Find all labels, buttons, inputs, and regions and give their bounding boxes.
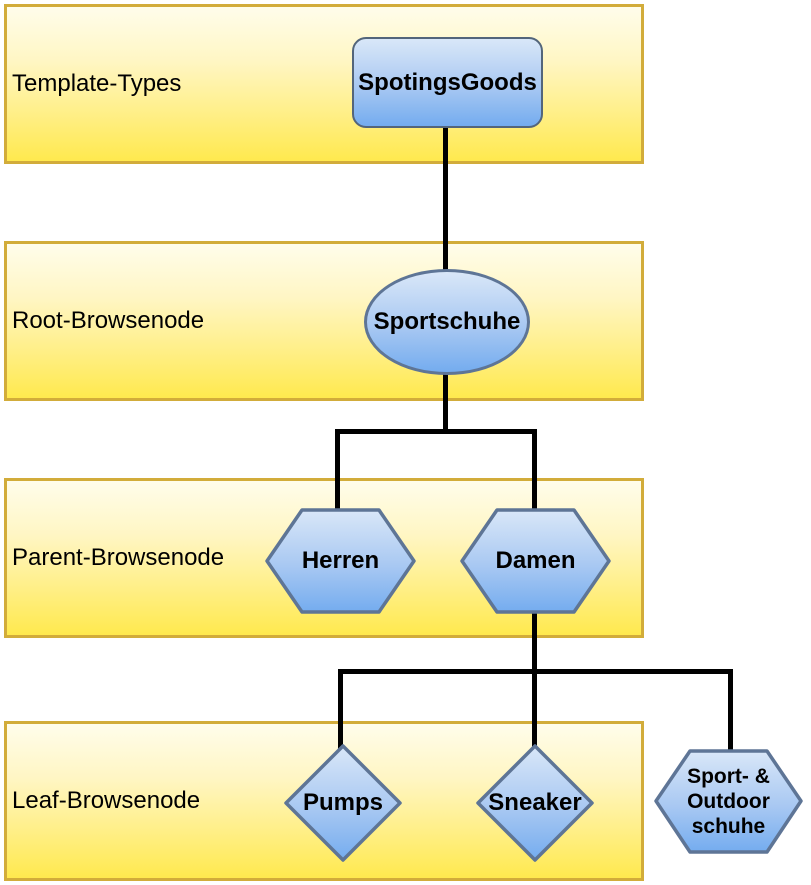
- band-template-types-label: Template-Types: [12, 70, 182, 97]
- band-root-browsenode-label: Root-Browsenode: [12, 307, 205, 334]
- band-template-types: Template-Types: [4, 4, 644, 164]
- edge-damen-branch-bar: [338, 669, 733, 674]
- node-damen: [460, 508, 611, 614]
- edge-to-sport-outdoor: [728, 669, 733, 755]
- edge-sportschuhe-stem: [443, 369, 448, 434]
- node-sportschuhe: [364, 269, 530, 375]
- edge-sportschuhe-branch-bar: [335, 429, 537, 434]
- node-pumps: [284, 744, 402, 862]
- node-herren: [265, 508, 416, 614]
- node-sneaker: [476, 744, 594, 862]
- node-spotingsgoods: [352, 37, 543, 128]
- edge-spotingsgoods-sportschuhe: [443, 122, 448, 274]
- band-parent-browsenode-label: Parent-Browsenode: [12, 544, 225, 571]
- band-leaf-browsenode-label: Leaf-Browsenode: [12, 787, 201, 814]
- edge-damen-sneaker: [532, 608, 537, 749]
- node-sport-outdoor-schuhe: [654, 749, 803, 854]
- edge-to-pumps: [338, 669, 343, 749]
- edge-to-damen: [532, 429, 537, 514]
- band-root-browsenode: Root-Browsenode: [4, 241, 644, 401]
- edge-to-herren: [335, 429, 340, 514]
